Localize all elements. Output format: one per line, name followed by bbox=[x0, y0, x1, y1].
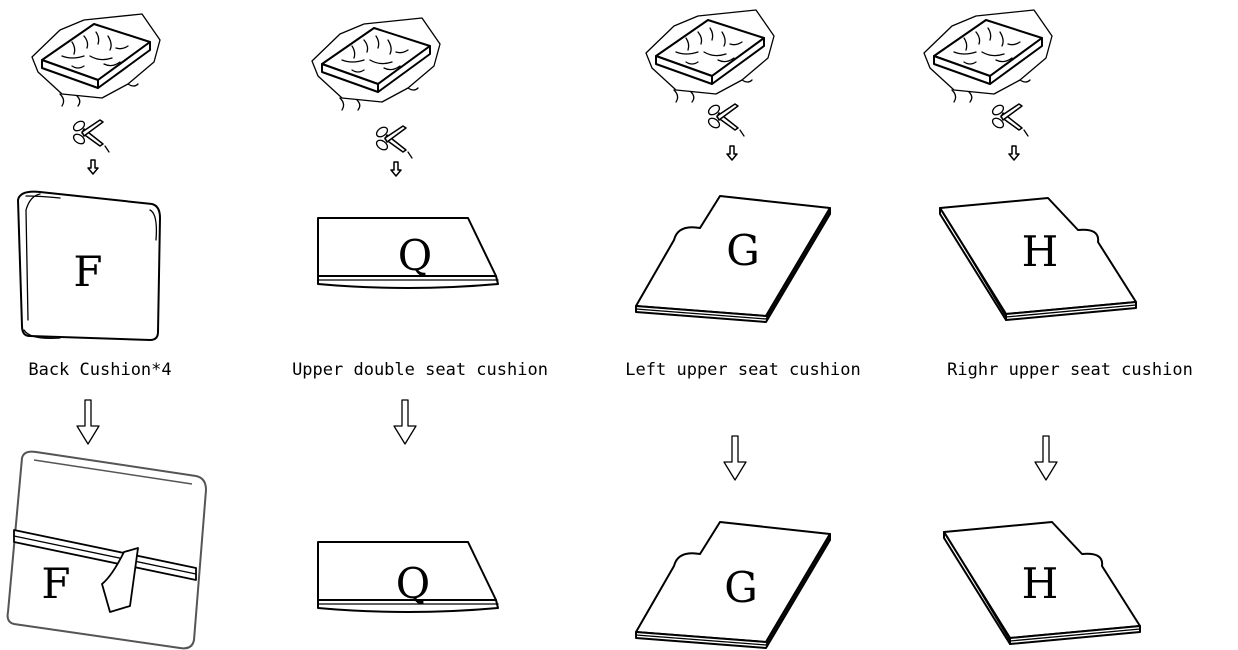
hollow-down-arrow-icon bbox=[76, 399, 100, 445]
hollow-down-arrow-icon bbox=[1034, 435, 1058, 481]
cushion-letter: H bbox=[1022, 227, 1059, 276]
cushion-g: G bbox=[635, 195, 831, 323]
cushion-letter: F bbox=[41, 559, 70, 608]
cushion-letter: G bbox=[726, 226, 760, 275]
packaged-cushion-icon bbox=[923, 9, 1053, 103]
hollow-down-arrow-icon bbox=[723, 435, 747, 481]
cushion-f-zipped: F bbox=[6, 450, 207, 650]
hollow-down-arrow-icon bbox=[393, 399, 417, 445]
cushion-g-bottom: G bbox=[635, 521, 831, 649]
caption-back-cushion: Back Cushion*4 bbox=[28, 360, 171, 380]
caption-left-upper-seat: Left upper seat cushion bbox=[625, 360, 860, 380]
packaged-cushion-icon bbox=[311, 17, 441, 111]
caption-right-upper-seat: Righr upper seat cushion bbox=[947, 360, 1193, 380]
cushion-h-bottom: H bbox=[943, 521, 1141, 645]
packaged-cushion-icon bbox=[31, 13, 161, 107]
cushion-letter: F bbox=[73, 247, 102, 296]
down-arrow-icon bbox=[1008, 145, 1020, 161]
cushion-letter: H bbox=[1022, 559, 1059, 608]
caption-upper-double-seat: Upper double seat cushion bbox=[292, 360, 548, 380]
down-arrow-icon bbox=[390, 161, 402, 177]
cushion-letter: Q bbox=[398, 231, 432, 280]
packaged-cushion-icon bbox=[645, 9, 775, 103]
cushion-q: Q bbox=[317, 217, 499, 289]
cushion-letter: G bbox=[724, 563, 758, 612]
scissors-icon bbox=[374, 124, 413, 159]
scissors-icon bbox=[71, 118, 110, 153]
zipper-tab-icon bbox=[101, 547, 139, 613]
cushion-f: F bbox=[17, 190, 161, 341]
down-arrow-icon bbox=[87, 159, 99, 175]
cushion-h: H bbox=[939, 197, 1137, 321]
scissors-icon bbox=[706, 102, 745, 137]
cushion-letter: Q bbox=[396, 559, 430, 608]
cushion-q-bottom: Q bbox=[317, 541, 499, 613]
down-arrow-icon bbox=[726, 145, 738, 161]
scissors-icon bbox=[990, 102, 1029, 137]
